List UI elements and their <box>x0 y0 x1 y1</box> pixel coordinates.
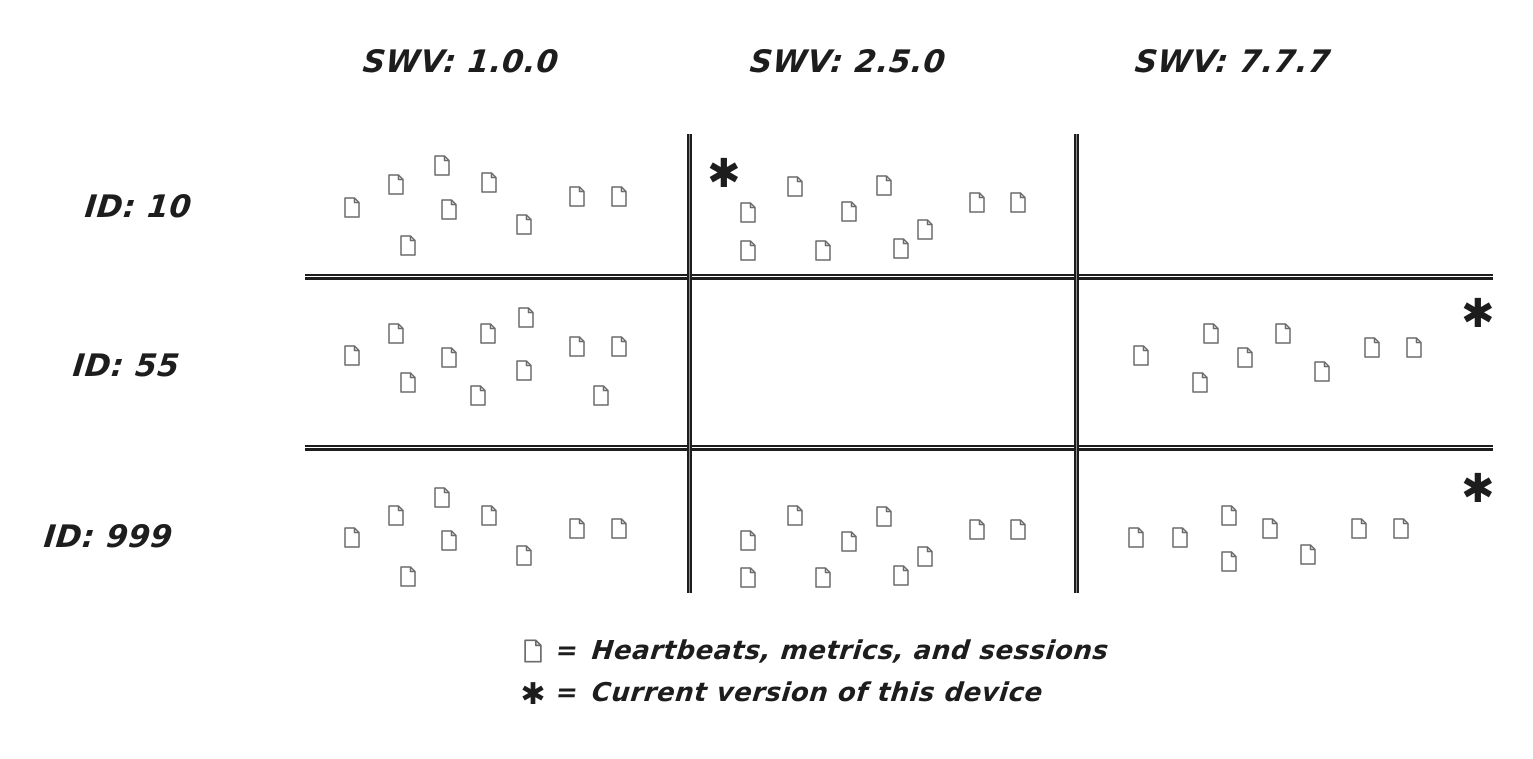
document-icon <box>481 505 497 526</box>
document-icon <box>344 345 360 366</box>
document-icon <box>1221 551 1237 572</box>
document-icon <box>1406 337 1422 358</box>
document-icon <box>516 360 532 381</box>
document-icon <box>481 172 497 193</box>
document-icon <box>569 336 585 357</box>
legend-key-document <box>510 639 556 663</box>
document-icon <box>611 518 627 539</box>
document-icon <box>1172 527 1188 548</box>
document-icon <box>569 518 585 539</box>
document-icon <box>434 487 450 508</box>
legend-row-current-version: ✱ = Current version of this device <box>510 672 1109 714</box>
document-icon <box>740 567 756 588</box>
document-icon <box>400 235 416 256</box>
document-icon <box>470 385 486 406</box>
document-icon <box>524 639 542 663</box>
legend-key-asterisk: ✱ <box>510 677 556 712</box>
document-icon <box>876 175 892 196</box>
document-icon <box>1221 505 1237 526</box>
document-icon <box>344 197 360 218</box>
document-icon <box>344 527 360 548</box>
document-icon <box>841 201 857 222</box>
document-icon <box>1133 345 1149 366</box>
document-icon <box>388 174 404 195</box>
asterisk-icon: ✱ <box>1461 291 1495 337</box>
document-icon <box>593 385 609 406</box>
document-icon <box>1128 527 1144 548</box>
document-icon <box>569 186 585 207</box>
legend-label-documents: Heartbeats, metrics, and sessions <box>590 636 1111 666</box>
document-icon <box>917 546 933 567</box>
document-icon <box>1203 323 1219 344</box>
document-icon <box>480 323 496 344</box>
document-icon <box>815 240 831 261</box>
document-icon <box>1262 518 1278 539</box>
document-icon <box>893 238 909 259</box>
document-icon <box>740 202 756 223</box>
document-icon <box>815 567 831 588</box>
document-icon <box>516 545 532 566</box>
document-icon <box>611 186 627 207</box>
document-icon <box>841 531 857 552</box>
document-icon <box>441 199 457 220</box>
document-icon <box>740 240 756 261</box>
document-icon <box>917 219 933 240</box>
grid-vertical-line-1 <box>687 134 692 593</box>
legend-row-documents: = Heartbeats, metrics, and sessions <box>510 630 1111 672</box>
grid-horizontal-line-1 <box>305 274 1493 280</box>
document-icon <box>400 566 416 587</box>
document-icon <box>969 192 985 213</box>
document-icon <box>388 323 404 344</box>
document-icon <box>611 336 627 357</box>
document-icon <box>441 530 457 551</box>
legend-equals-1: = <box>554 636 580 666</box>
asterisk-icon: ✱ <box>520 677 546 712</box>
document-icon <box>876 506 892 527</box>
document-icon <box>388 505 404 526</box>
document-icon <box>1010 519 1026 540</box>
grid-horizontal-line-2 <box>305 445 1493 451</box>
document-icon <box>1351 518 1367 539</box>
document-icon <box>434 155 450 176</box>
document-icon <box>1314 361 1330 382</box>
document-icon <box>1010 192 1026 213</box>
grid-vertical-line-2 <box>1074 134 1079 593</box>
document-icon <box>740 530 756 551</box>
document-icon <box>787 505 803 526</box>
legend-equals-2: = <box>554 678 580 708</box>
document-icon <box>1192 372 1208 393</box>
document-icon <box>1275 323 1291 344</box>
document-icon <box>441 347 457 368</box>
legend: = Heartbeats, metrics, and sessions ✱ = … <box>510 630 1111 714</box>
asterisk-icon: ✱ <box>707 151 741 197</box>
document-icon <box>518 307 534 328</box>
legend-label-current-version: Current version of this device <box>590 678 1045 708</box>
document-icon <box>969 519 985 540</box>
document-icon <box>400 372 416 393</box>
document-icon <box>1364 337 1380 358</box>
document-icon <box>787 176 803 197</box>
asterisk-icon: ✱ <box>1461 466 1495 512</box>
document-icon <box>1300 544 1316 565</box>
document-icon <box>516 214 532 235</box>
document-icon <box>893 565 909 586</box>
document-icon <box>1237 347 1253 368</box>
document-icon <box>1393 518 1409 539</box>
